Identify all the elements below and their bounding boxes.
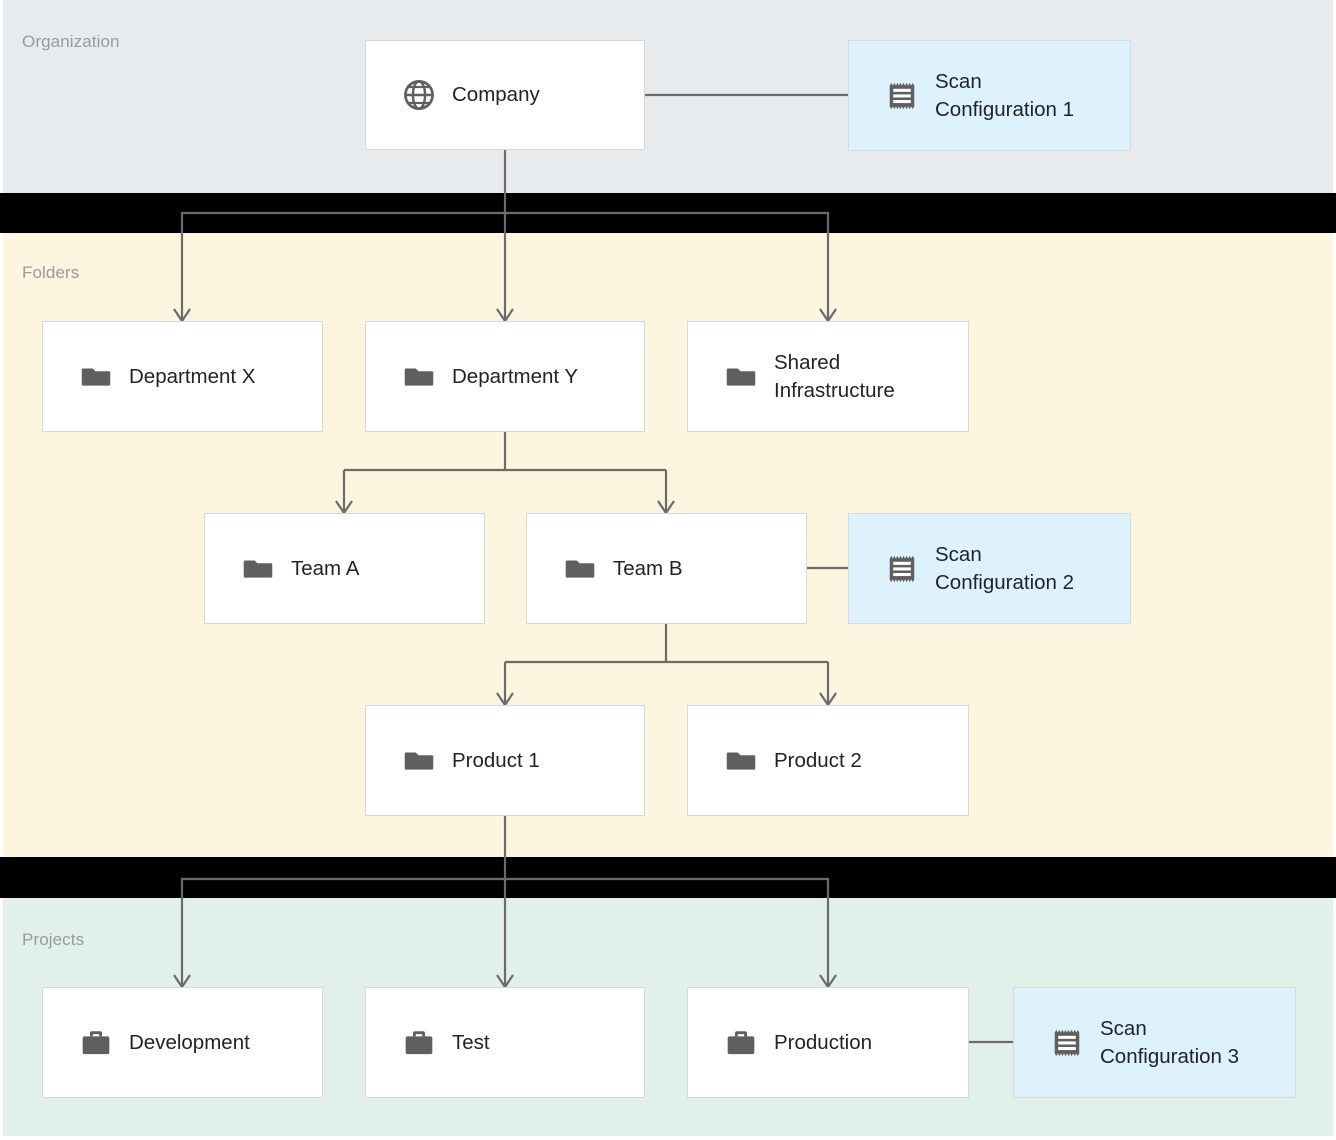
- node-label-team-b: Team B: [613, 556, 683, 580]
- node-label-scan-configuration-2: Scan Configuration 2: [935, 543, 1075, 594]
- node-label-scan-configuration-1: Scan Configuration 1: [935, 70, 1075, 121]
- separator-bottom: [0, 857, 1336, 898]
- node-label-department-x: Department X: [129, 364, 256, 388]
- receipt-icon: [885, 79, 919, 113]
- node-label-team-a: Team A: [291, 556, 360, 580]
- section-label-organization: Organization: [22, 32, 120, 51]
- node-label-production: Production: [774, 1030, 873, 1054]
- node-test[interactable]: Test: [365, 987, 645, 1098]
- node-product-2[interactable]: Product 2: [687, 705, 969, 816]
- folder-icon: [79, 360, 113, 394]
- node-label-shared-infrastructure: Shared Infrastructure: [774, 351, 895, 402]
- node-team-a[interactable]: Team A: [204, 513, 485, 624]
- node-development[interactable]: Development: [42, 987, 323, 1098]
- folder-icon: [724, 744, 758, 778]
- separator-top: [0, 193, 1336, 233]
- node-production[interactable]: Production: [687, 987, 969, 1098]
- folder-icon: [241, 552, 275, 586]
- section-label-folders: Folders: [22, 263, 80, 282]
- node-shared-infrastructure[interactable]: Shared Infrastructure: [687, 321, 969, 432]
- section-label-projects: Projects: [22, 930, 85, 949]
- node-scan-configuration-3[interactable]: Scan Configuration 3: [1013, 987, 1296, 1098]
- node-label-company: Company: [452, 83, 540, 107]
- folder-icon: [402, 360, 436, 394]
- briefcase-icon: [724, 1026, 758, 1060]
- node-label-product-2: Product 2: [774, 748, 862, 772]
- node-company[interactable]: Company: [365, 40, 645, 150]
- folder-icon: [563, 552, 597, 586]
- node-label-scan-configuration-3: Scan Configuration 3: [1100, 1017, 1240, 1068]
- node-product-1[interactable]: Product 1: [365, 705, 645, 816]
- node-label-test: Test: [452, 1030, 490, 1054]
- folder-icon: [402, 744, 436, 778]
- node-scan-configuration-2[interactable]: Scan Configuration 2: [848, 513, 1131, 624]
- node-scan-configuration-1[interactable]: Scan Configuration 1: [848, 40, 1131, 151]
- node-label-product-1: Product 1: [452, 748, 540, 772]
- node-team-b[interactable]: Team B: [526, 513, 807, 624]
- receipt-icon: [885, 552, 919, 586]
- section-band-organization: [3, 0, 1333, 193]
- globe-icon: [402, 78, 436, 112]
- node-department-y[interactable]: Department Y: [365, 321, 645, 432]
- briefcase-icon: [402, 1026, 436, 1060]
- receipt-icon: [1050, 1026, 1084, 1060]
- briefcase-icon: [79, 1026, 113, 1060]
- folder-icon: [724, 360, 758, 394]
- node-label-development: Development: [129, 1030, 250, 1054]
- node-department-x[interactable]: Department X: [42, 321, 323, 432]
- node-label-department-y: Department Y: [452, 364, 579, 388]
